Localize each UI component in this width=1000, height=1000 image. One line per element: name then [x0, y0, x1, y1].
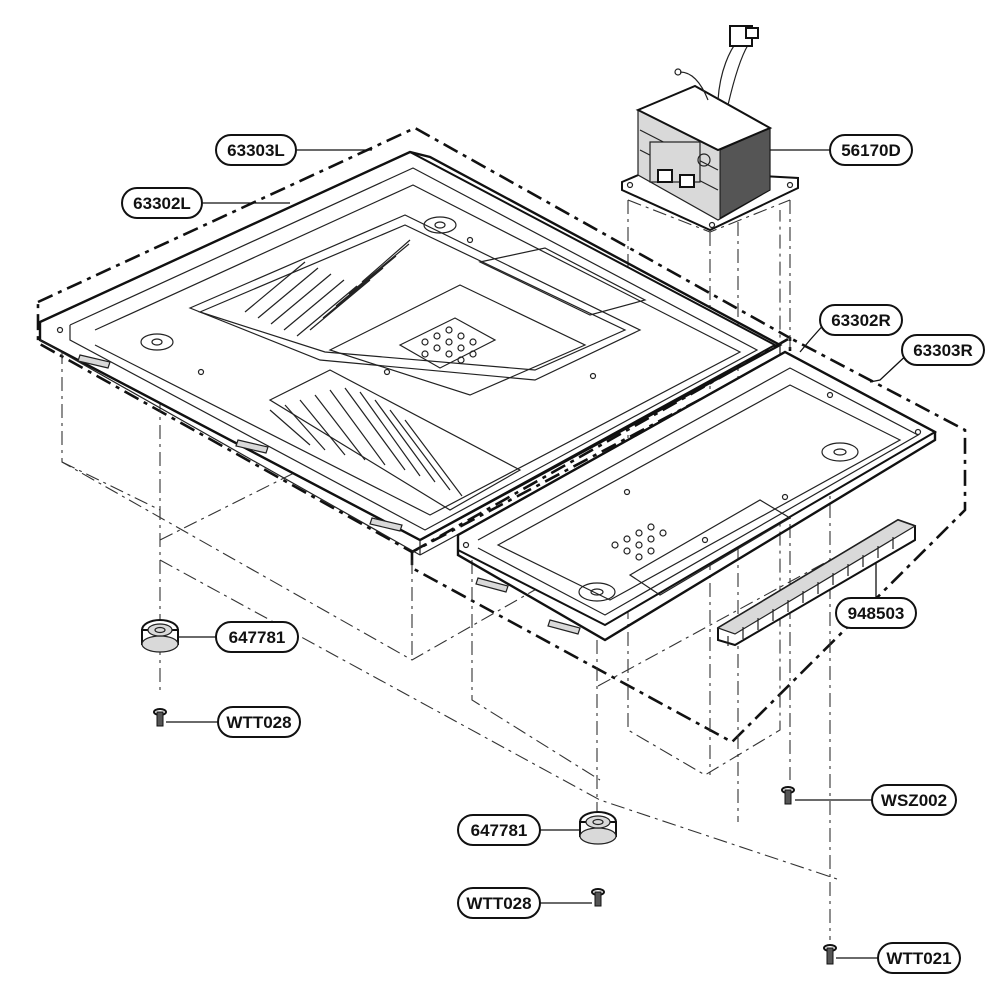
callout-948503: 948503 — [835, 597, 917, 629]
left-plate-perforations — [398, 317, 497, 369]
callout-647781-left: 647781 — [215, 621, 299, 653]
callout-56170D: 56170D — [829, 134, 913, 166]
right-plate-perforations — [611, 523, 667, 561]
callout-label: WTT028 — [226, 713, 291, 732]
callout-label: 63303L — [227, 141, 285, 160]
screw-wtt028-right — [591, 888, 605, 907]
callout-WTT028-left: WTT028 — [217, 706, 301, 738]
foot-right — [579, 811, 617, 845]
callout-label: WSZ002 — [881, 791, 947, 810]
callout-label: 63302L — [133, 194, 191, 213]
screw-wsz002 — [781, 786, 795, 805]
right-plate-group-outline — [410, 336, 967, 744]
leader-lines — [166, 149, 913, 959]
callout-label: 63302R — [831, 311, 891, 330]
left-plate-vent-slots — [244, 239, 463, 497]
screw-wtt028-left — [153, 708, 167, 727]
callout-647781-right: 647781 — [457, 814, 541, 846]
callout-label: 56170D — [841, 141, 901, 160]
callout-WSZ002: WSZ002 — [871, 784, 957, 816]
callout-63302R: 63302R — [819, 304, 903, 336]
callout-label: 63303R — [913, 341, 973, 360]
callout-63303R: 63303R — [901, 334, 985, 366]
callout-63303L: 63303L — [215, 134, 297, 166]
ferrite-bar — [716, 518, 917, 647]
callout-label: 647781 — [471, 821, 528, 840]
callout-63302L: 63302L — [121, 187, 203, 219]
callout-label: 948503 — [848, 604, 905, 623]
callout-label: WTT028 — [466, 894, 531, 913]
callout-label: WTT021 — [886, 949, 951, 968]
screw-wtt021 — [823, 944, 837, 965]
callout-WTT028-right: WTT028 — [457, 887, 541, 919]
ferrite-bar-segments — [727, 537, 894, 646]
transformer — [621, 25, 799, 232]
callout-label: 647781 — [229, 628, 286, 647]
foot-left — [141, 619, 179, 653]
callout-WTT021: WTT021 — [877, 942, 961, 974]
right-base-plate — [456, 350, 938, 642]
